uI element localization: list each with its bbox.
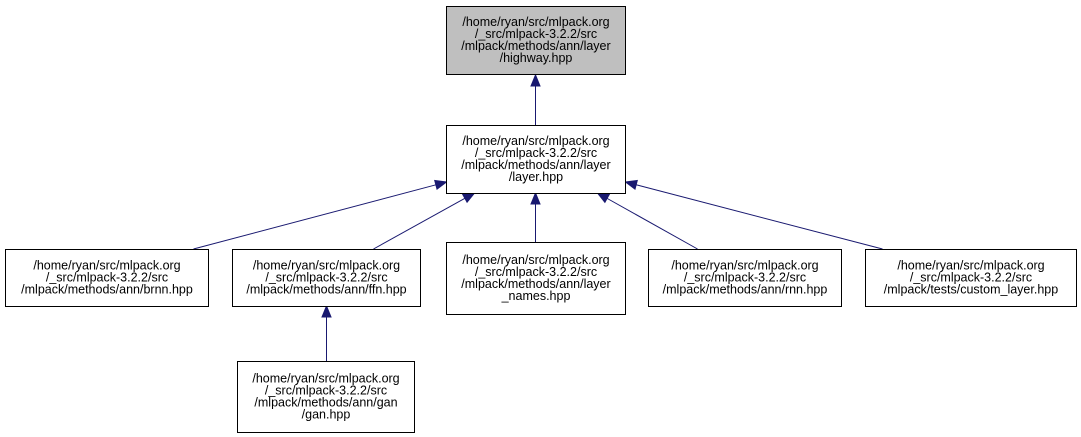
edge-rnn-to-layer bbox=[596, 192, 698, 250]
node-box bbox=[5, 249, 209, 307]
node-label-line: /home/ryan/src/mlpack.org bbox=[671, 259, 818, 273]
arrow-head-icon bbox=[321, 304, 332, 318]
arrow-head-icon bbox=[596, 192, 611, 204]
edge-custom-layer-to-layer bbox=[624, 179, 883, 250]
node-label-line: /layer.hpp bbox=[509, 170, 563, 184]
node-label-line: /home/ryan/src/mlpack.org bbox=[33, 259, 180, 273]
arrow-head-icon bbox=[624, 179, 638, 190]
node-box bbox=[446, 125, 626, 194]
arrow-head-icon bbox=[461, 192, 476, 204]
node-label-line: /_src/mlpack-3.2.2/src bbox=[475, 146, 597, 160]
node-label-line: /mlpack/methods/ann/gan bbox=[254, 396, 397, 410]
node-label-line: /home/ryan/src/mlpack.org bbox=[462, 15, 609, 29]
node-label-line: /home/ryan/src/mlpack.org bbox=[462, 253, 609, 267]
node-label-line: /mlpack/methods/ann/ffn.hpp bbox=[246, 283, 406, 297]
node-layer[interactable]: /home/ryan/src/mlpack.org/_src/mlpack-3.… bbox=[446, 125, 626, 194]
node-rnn[interactable]: /home/ryan/src/mlpack.org/_src/mlpack-3.… bbox=[648, 249, 842, 307]
node-label-line: /home/ryan/src/mlpack.org bbox=[253, 259, 400, 273]
arrow-head-icon bbox=[530, 191, 541, 205]
node-label-line: /_src/mlpack-3.2.2/src bbox=[265, 271, 387, 285]
node-label-line: /home/ryan/src/mlpack.org bbox=[252, 372, 399, 386]
edge-line bbox=[606, 197, 698, 250]
node-custom-layer[interactable]: /home/ryan/src/mlpack.org/_src/mlpack-3.… bbox=[865, 249, 1077, 307]
node-gan[interactable]: /home/ryan/src/mlpack.org/_src/mlpack-3.… bbox=[237, 361, 415, 433]
node-label-line: /highway.hpp bbox=[500, 51, 573, 65]
node-box bbox=[446, 242, 626, 315]
node-label-line: /_src/mlpack-3.2.2/src bbox=[910, 271, 1032, 285]
edge-layer-names-to-layer bbox=[530, 191, 541, 242]
node-layer-names[interactable]: /home/ryan/src/mlpack.org/_src/mlpack-3.… bbox=[446, 242, 626, 315]
node-label-line: /_src/mlpack-3.2.2/src bbox=[684, 271, 806, 285]
nodes-layer: /home/ryan/src/mlpack.org/_src/mlpack-3.… bbox=[5, 6, 1077, 433]
node-highway[interactable]: /home/ryan/src/mlpack.org/_src/mlpack-3.… bbox=[446, 6, 626, 75]
edge-line bbox=[636, 184, 883, 250]
node-box bbox=[232, 249, 421, 307]
edge-line bbox=[373, 197, 466, 250]
edge-gan-to-ffn bbox=[321, 304, 332, 361]
node-label-line: /_src/mlpack-3.2.2/src bbox=[265, 384, 387, 398]
node-box bbox=[446, 6, 626, 75]
edge-ffn-to-layer bbox=[373, 192, 476, 250]
node-label-line: /gan.hpp bbox=[302, 408, 351, 422]
edge-line bbox=[193, 184, 436, 250]
node-box bbox=[648, 249, 842, 307]
node-label-line: /mlpack/tests/custom_layer.hpp bbox=[884, 283, 1058, 297]
node-label-line: /mlpack/methods/ann/layer bbox=[461, 39, 610, 53]
node-box bbox=[865, 249, 1077, 307]
node-label-line: /_src/mlpack-3.2.2/src bbox=[475, 27, 597, 41]
node-label-line: /_src/mlpack-3.2.2/src bbox=[46, 271, 168, 285]
node-label-line: /mlpack/methods/ann/rnn.hpp bbox=[663, 283, 828, 297]
edge-brnn-to-layer bbox=[193, 179, 448, 250]
node-label-line: /home/ryan/src/mlpack.org bbox=[462, 134, 609, 148]
node-ffn[interactable]: /home/ryan/src/mlpack.org/_src/mlpack-3.… bbox=[232, 249, 421, 307]
node-brnn[interactable]: /home/ryan/src/mlpack.org/_src/mlpack-3.… bbox=[5, 249, 209, 307]
node-label-line: /home/ryan/src/mlpack.org bbox=[897, 259, 1044, 273]
node-label-line: /mlpack/methods/ann/layer bbox=[461, 277, 610, 291]
edge-layer-to-highway bbox=[530, 73, 541, 125]
node-box bbox=[237, 361, 415, 433]
arrow-head-icon bbox=[434, 179, 448, 191]
arrow-head-icon bbox=[530, 73, 541, 87]
node-label-line: /_src/mlpack-3.2.2/src bbox=[475, 265, 597, 279]
node-label-line: _names.hpp bbox=[501, 289, 571, 303]
node-label-line: /mlpack/methods/ann/layer bbox=[461, 158, 610, 172]
edges-layer bbox=[193, 73, 883, 361]
node-label-line: /mlpack/methods/ann/brnn.hpp bbox=[21, 283, 193, 297]
